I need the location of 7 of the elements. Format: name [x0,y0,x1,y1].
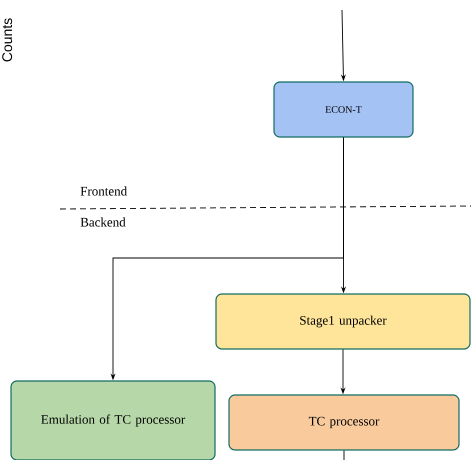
process-box: TC processor [228,394,460,451]
process-box: Stage1 unpacker [215,293,471,350]
process-box: ECON-T [273,81,414,138]
axis-label: Counts [2,18,12,62]
axis-label: Frontend [80,186,127,196]
axis-label: Backend [80,217,126,227]
process-box: Emulation of TC processor [10,380,216,460]
